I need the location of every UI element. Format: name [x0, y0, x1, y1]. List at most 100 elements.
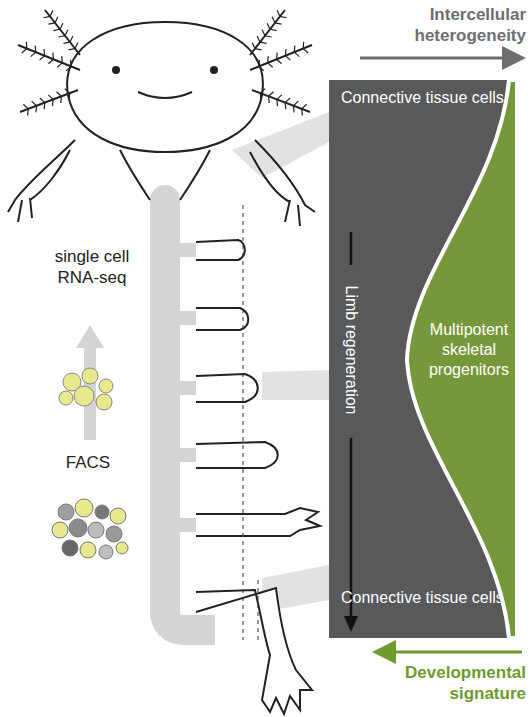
gill-fringe: [27, 109, 29, 116]
stage-wedge: [262, 370, 329, 400]
gill-fringe: [257, 36, 260, 42]
gill-fringe: [23, 104, 28, 109]
gill-fringe: [48, 59, 53, 63]
sampling-pipe: [150, 200, 180, 610]
axolotl-eye: [210, 66, 218, 74]
gill-fringe: [259, 66, 264, 70]
gill-fringe: [303, 49, 308, 53]
gill-fringe: [32, 101, 37, 106]
axis-label: Intercellular heterogeneity: [358, 4, 526, 47]
gill-fringe: [65, 30, 68, 36]
gill-fringe: [293, 106, 295, 113]
gill-fringe: [260, 89, 265, 94]
gill-fringe: [60, 23, 63, 29]
gill-fringe: [63, 42, 70, 43]
gill-fringe: [40, 56, 45, 60]
gill-fringe: [285, 98, 290, 103]
dashed-guide: [258, 580, 259, 640]
gill-fringe: [269, 92, 274, 97]
limb-stage: [196, 240, 320, 714]
gill-fringe: [35, 45, 37, 52]
gill-fringe: [40, 98, 45, 103]
gill-fringe: [70, 60, 72, 67]
gill-fringe: [294, 45, 296, 52]
gill-fringe: [52, 53, 54, 60]
gill-fringe: [280, 16, 287, 17]
flow-arrow: [76, 325, 104, 348]
axis-arrow: [360, 57, 520, 60]
gill-fringe: [43, 16, 50, 17]
cell-state-band: Connective tissue cellsLimb regeneration…: [329, 80, 517, 638]
gill-fringe: [260, 93, 262, 100]
gill-fringe: [58, 36, 65, 37]
gill-fringe: [260, 42, 267, 43]
gill-fringe: [61, 56, 63, 63]
gill-fringe: [48, 23, 55, 24]
gill-fringe: [50, 10, 53, 16]
axis-arrow: [378, 651, 522, 654]
gill-fringe: [60, 96, 62, 103]
gill-fringe: [55, 17, 58, 23]
axolotl-arm: [8, 140, 75, 222]
gill-fringe: [56, 92, 61, 97]
progenitor-label: Multipotent skeletal progenitors: [423, 320, 515, 380]
dashed-guide: [243, 205, 244, 640]
cell-state-label: Connective tissue cells: [341, 588, 511, 608]
gill-fringe: [276, 53, 278, 60]
gill-fringe: [285, 49, 287, 56]
gill-fringe: [31, 52, 36, 56]
gill-fringe: [265, 36, 272, 37]
axolotl-head: [67, 22, 263, 152]
gill-fringe: [302, 104, 307, 109]
progenitor-bulge: Multipotent skeletal progenitors: [391, 80, 517, 638]
gill-fringe: [293, 101, 298, 106]
gill-fringe: [35, 106, 37, 113]
gill-fringe: [66, 66, 71, 70]
gill-fringe: [53, 29, 60, 30]
gill-fringe: [276, 99, 278, 106]
pipe-branch: [178, 250, 196, 525]
gill-fringe: [268, 96, 270, 103]
sorted-cells: [59, 368, 113, 410]
axis-label: Developmental signature: [370, 662, 526, 705]
gill-fringe: [268, 63, 273, 67]
method-label: single cell RNA-seq: [52, 246, 132, 289]
gill-fringe: [272, 17, 275, 23]
mixed-cells: [52, 499, 128, 559]
method-label: FACS: [48, 452, 128, 473]
gill-fringe: [277, 59, 282, 63]
axolotl-arm: [250, 140, 315, 226]
gill-fringe: [267, 56, 269, 63]
progenitor-shape: [391, 80, 517, 638]
gill-fringe: [277, 95, 282, 100]
gill-fringe: [294, 52, 299, 56]
axolotl-gill: [18, 10, 312, 112]
gill-fringe: [43, 49, 45, 56]
gill-fringe: [285, 103, 287, 110]
axolotl-eye: [112, 66, 120, 74]
gill-fringe: [75, 43, 78, 49]
cell-state-label: Limb regeneration: [341, 286, 361, 415]
gill-fringe: [262, 30, 265, 36]
gill-fringe: [258, 60, 260, 67]
gill-fringe: [68, 49, 75, 50]
gill-fringe: [275, 23, 282, 24]
gill-fringe: [26, 42, 28, 49]
gill-fringe: [301, 109, 303, 116]
gill-fringe: [270, 29, 277, 30]
gill-fringe: [267, 23, 270, 29]
gill-fringe: [48, 95, 53, 100]
cell-state-label: Connective tissue cells: [341, 88, 511, 108]
gill-fringe: [52, 99, 54, 106]
gill-fringe: [285, 56, 290, 60]
gill-fringe: [303, 42, 305, 49]
gill-fringe: [57, 63, 62, 67]
gill-fringe: [255, 49, 262, 50]
gill-fringe: [44, 103, 46, 110]
gill-fringe: [277, 10, 280, 16]
gill-fringe: [70, 36, 73, 42]
axolotl-mouth: [138, 92, 192, 98]
gill-fringe: [68, 93, 70, 100]
gill-fringe: [252, 43, 255, 49]
axolotl-torso: [120, 150, 210, 200]
